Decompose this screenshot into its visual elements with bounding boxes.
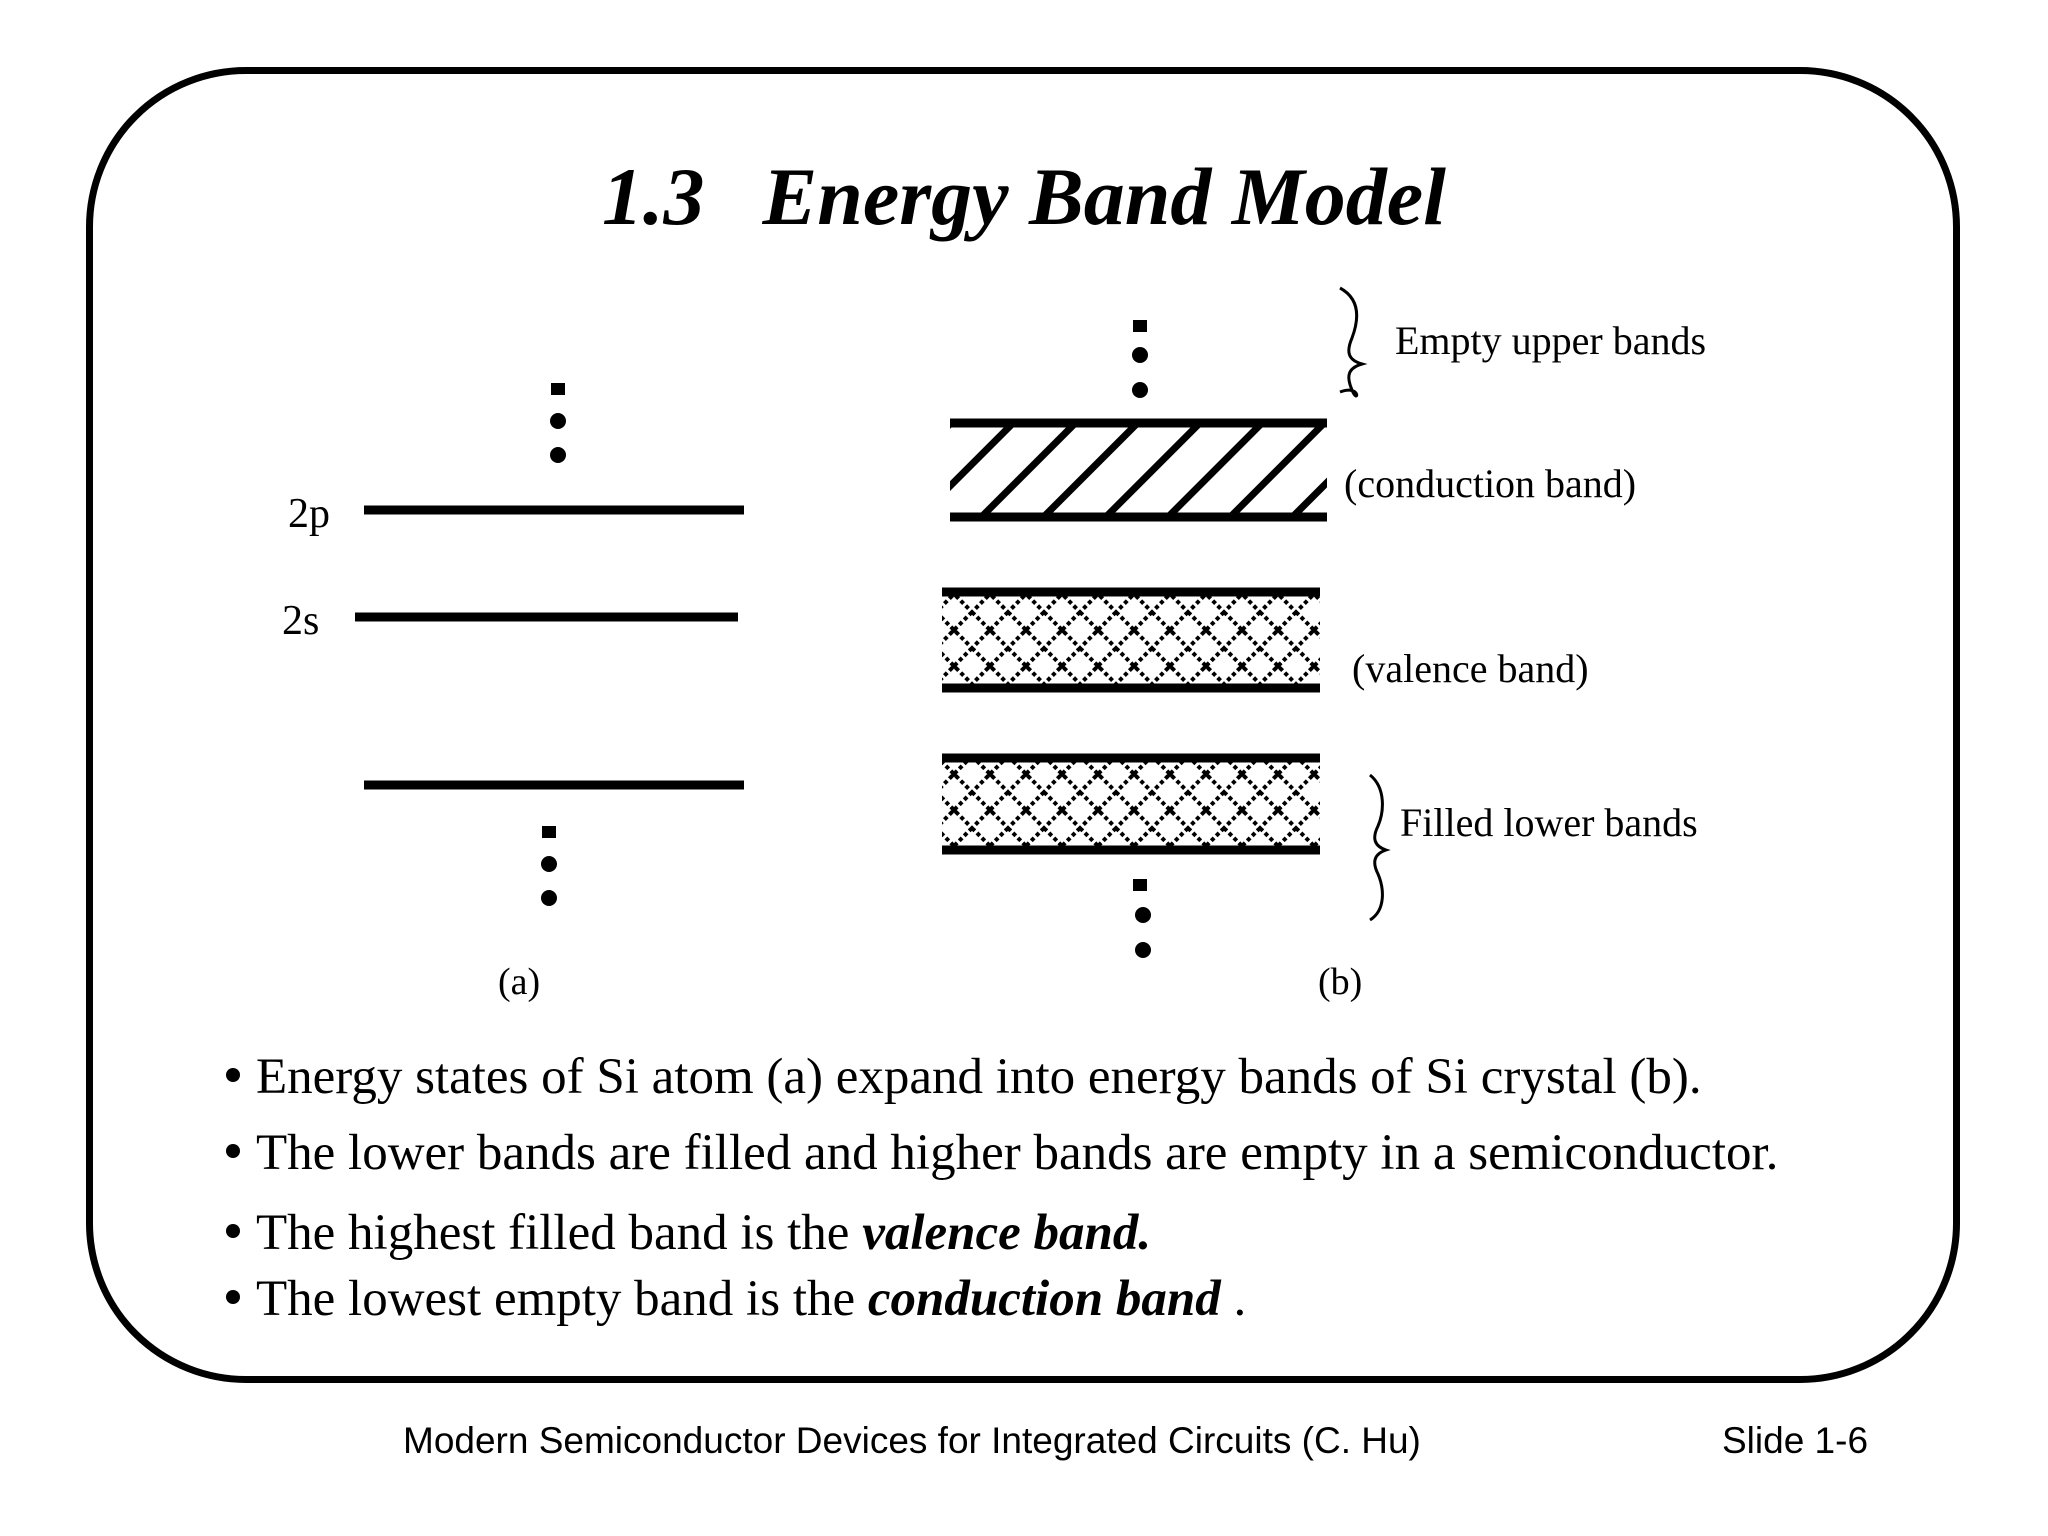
bullet-dot bbox=[226, 1068, 240, 1083]
caption-b: (b) bbox=[1318, 961, 1362, 1003]
lower-bands-brace bbox=[1368, 773, 1391, 922]
level-2p-label: 2p bbox=[288, 491, 330, 537]
bullet-item-1: Energy states of Si atom (a) expand into… bbox=[226, 1052, 1702, 1103]
bullet-dot bbox=[226, 1290, 240, 1305]
bullet-dot bbox=[226, 1224, 240, 1239]
bullet-item-4: The lowest empty band is the conduction … bbox=[226, 1274, 1246, 1325]
bullet-dot bbox=[226, 1144, 240, 1159]
conduction-band bbox=[950, 418, 1327, 522]
valence-band bbox=[942, 587, 1320, 693]
empty-upper-bands-label: Empty upper bands bbox=[1395, 318, 1706, 363]
atom-energy-levels: 2p 2s (a) bbox=[282, 383, 744, 1003]
level-2s-label: 2s bbox=[282, 598, 319, 644]
footer-slide-number: Slide 1-6 bbox=[1722, 1420, 1869, 1461]
title-text: Energy Band Model bbox=[762, 151, 1446, 242]
filled-lower-bands-label: Filled lower bands bbox=[1400, 800, 1698, 845]
vertical-dots-top-b bbox=[1132, 320, 1148, 398]
footer-book-title: Modern Semiconductor Devices for Integra… bbox=[403, 1420, 1421, 1461]
filled-lower-band bbox=[942, 753, 1320, 855]
conduction-band-label: (conduction band) bbox=[1344, 461, 1636, 506]
vertical-dots-bottom-b bbox=[1133, 879, 1151, 958]
bullet-item-2: The lower bands are filled and higher ba… bbox=[226, 1128, 1778, 1179]
slide-title: 1.3 Energy Band Model bbox=[0, 150, 2048, 244]
upper-bands-brace bbox=[1339, 286, 1368, 398]
vertical-dots-bottom-a bbox=[541, 826, 557, 906]
section-number: 1.3 bbox=[602, 151, 705, 242]
vertical-dots-top-a bbox=[550, 383, 566, 463]
crystal-energy-bands: Empty upper bands (conduction band) (val… bbox=[942, 286, 1706, 1003]
caption-a: (a) bbox=[498, 961, 540, 1003]
valence-band-label: (valence band) bbox=[1352, 646, 1589, 691]
bullet-item-3: The highest filled band is the valence b… bbox=[226, 1208, 1151, 1259]
slide-frame bbox=[86, 67, 1960, 1383]
